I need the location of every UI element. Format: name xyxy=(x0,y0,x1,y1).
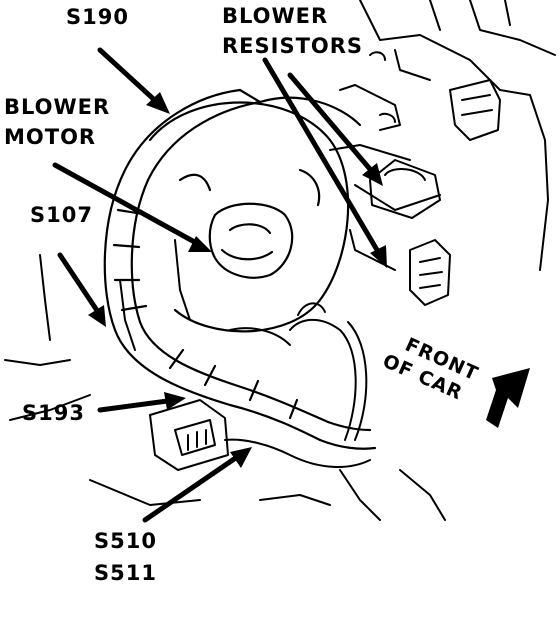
label-s107: S107 xyxy=(30,203,93,227)
label-s190: S190 xyxy=(66,5,129,29)
arrow-heads xyxy=(88,92,387,468)
label-blower-resistors-line2: RESISTORS xyxy=(222,34,364,58)
label-s511: S511 xyxy=(94,561,157,585)
resistor-leads xyxy=(229,302,368,441)
harness-connector xyxy=(149,399,371,471)
label-s193: S193 xyxy=(22,401,85,425)
resistor-block xyxy=(339,51,501,306)
blower-motor-housing xyxy=(148,101,350,333)
callout-arrows xyxy=(52,47,383,523)
firewall-sketch xyxy=(4,0,556,521)
label-s510: S510 xyxy=(94,529,157,553)
label-blower-resistors-line1: BLOWER xyxy=(222,4,329,28)
label-blower-motor-line2: MOTOR xyxy=(4,125,97,149)
front-of-car-arrow xyxy=(486,368,530,428)
wiring-harness xyxy=(103,88,377,450)
label-blower-motor-line1: BLOWER xyxy=(4,95,111,119)
